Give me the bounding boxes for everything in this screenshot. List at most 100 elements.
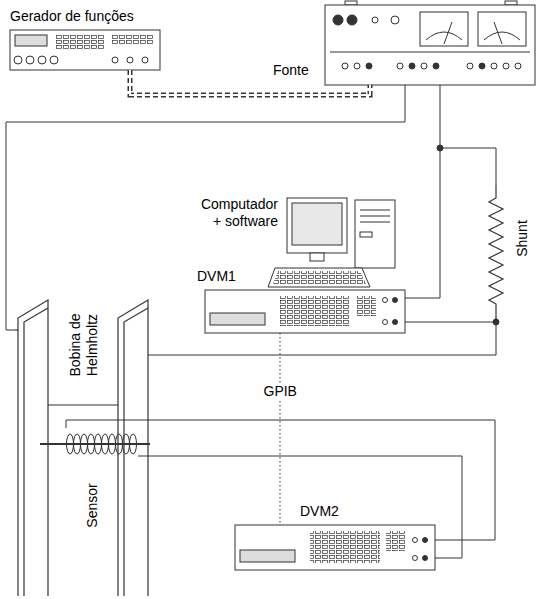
instrument-label: Gerador de funções — [10, 8, 134, 25]
function-generator-part — [142, 57, 148, 63]
power-supply-part — [409, 63, 415, 69]
computer-part — [310, 253, 324, 261]
computer: Computador + software — [266, 196, 398, 289]
power-supply-part — [503, 63, 509, 69]
power-supply-part — [484, 32, 520, 40]
computer-part — [360, 232, 372, 237]
power-supply-part — [330, 52, 530, 53]
helmholtz-coil-part — [15, 329, 18, 330]
power-supply-part — [366, 63, 372, 69]
sensor-coil-part — [130, 434, 137, 454]
sensor-coil-part — [95, 434, 102, 454]
sensor-coil-part — [116, 434, 123, 454]
function-generator-part — [14, 56, 22, 64]
helmholtz-coil-part — [48, 404, 118, 405]
function-generator-part — [55, 35, 105, 50]
power-supply-part — [421, 63, 427, 69]
helmholtz-coil-part — [118, 300, 148, 596]
wire-part — [405, 148, 440, 298]
instrument-label: Bobina de Helmholtz — [67, 307, 101, 383]
sensor-coil — [40, 434, 150, 454]
instrument-label: Shunt — [513, 220, 530, 257]
power-supply-part — [354, 63, 360, 69]
wire — [138, 456, 462, 558]
computer-part — [360, 210, 390, 211]
power-supply-part — [491, 63, 497, 69]
power-supply-part — [420, 12, 468, 46]
power-supply-part — [426, 32, 462, 40]
power-supply-part — [515, 63, 521, 69]
power-supply-part — [325, 5, 535, 85]
helmholtz-coil: Bobina de HelmholtzSensor — [15, 296, 150, 596]
computer-part — [360, 222, 390, 223]
voltmeter-dvm1-part — [205, 290, 405, 333]
sensor-coil-part — [88, 434, 95, 454]
computer-part — [268, 268, 370, 287]
computer-part — [287, 198, 347, 253]
wire — [150, 318, 496, 355]
computer-part — [355, 200, 395, 268]
voltmeter-dvm1-part — [280, 296, 350, 326]
wire — [440, 85, 496, 185]
wire — [6, 85, 405, 330]
instrument-label: Fonte — [273, 62, 309, 79]
wire — [66, 145, 499, 540]
instrument-label: DVM2 — [300, 503, 339, 520]
wire — [405, 318, 496, 322]
power-supply-part — [372, 17, 378, 23]
power-supply-part — [397, 63, 403, 69]
function-generator-part — [38, 56, 46, 64]
sensor-coil-part — [67, 434, 74, 454]
cable-core — [130, 70, 370, 95]
function-generator-part — [50, 56, 58, 64]
function-generator — [10, 30, 160, 70]
voltmeter-dvm2-part — [310, 531, 380, 563]
shunt-resistor: Shunt — [486, 185, 506, 318]
sensor-coil-part — [81, 434, 88, 454]
voltmeter-dvm2-part — [423, 538, 428, 543]
power-supply-part — [391, 16, 399, 24]
power-supply-part — [467, 63, 473, 69]
helmholtz-coil — [15, 300, 150, 596]
sensor-coil-part — [109, 434, 116, 454]
function-generator-part — [26, 56, 34, 64]
power-supply-part — [479, 63, 485, 69]
sensor: Sensor — [62, 428, 138, 460]
function-generator-part — [15, 35, 47, 46]
voltmeter-dvm2-part — [423, 556, 428, 561]
function-generator-part — [127, 57, 133, 63]
helmholtz-coil-part — [148, 354, 150, 355]
voltmeter-dvm1-part — [383, 320, 388, 325]
shunt-resistor — [489, 185, 503, 318]
voltmeter-dvm1-part — [393, 298, 398, 303]
instrument-label: DVM1 — [197, 268, 236, 285]
power-supply-part — [433, 63, 439, 69]
computer — [268, 198, 395, 287]
power-supply-part — [505, 1, 517, 5]
instrument-label: Sensor — [84, 467, 101, 543]
function-generator-part — [10, 30, 160, 70]
power-supply: Fonte — [325, 5, 535, 85]
voltmeter-dvm1-part — [393, 320, 398, 325]
voltmeter-dvm2 — [235, 525, 435, 570]
voltmeter-dvm1-part — [210, 313, 265, 325]
sensor-coil-part — [102, 434, 109, 454]
power-supply-part — [345, 1, 357, 5]
sensor-coil-part — [123, 434, 130, 454]
function-generator: Gerador de funções — [10, 30, 160, 70]
instrument-label: Computador + software — [194, 196, 278, 230]
voltmeter-dvm2-part — [235, 525, 435, 570]
helmholtz-coil-part — [18, 300, 48, 596]
power-supply — [325, 1, 535, 85]
power-supply-part — [444, 22, 452, 44]
voltmeter: DVM1 — [205, 290, 405, 333]
power-supply-part — [347, 15, 357, 25]
helmholtz-coil-part — [24, 308, 48, 596]
voltmeter-dvm2-part — [240, 550, 295, 562]
computer-part — [273, 271, 366, 284]
shunt-resistor-part — [489, 185, 503, 318]
gpib-bus — [280, 333, 281, 525]
power-supply-part — [494, 22, 502, 44]
